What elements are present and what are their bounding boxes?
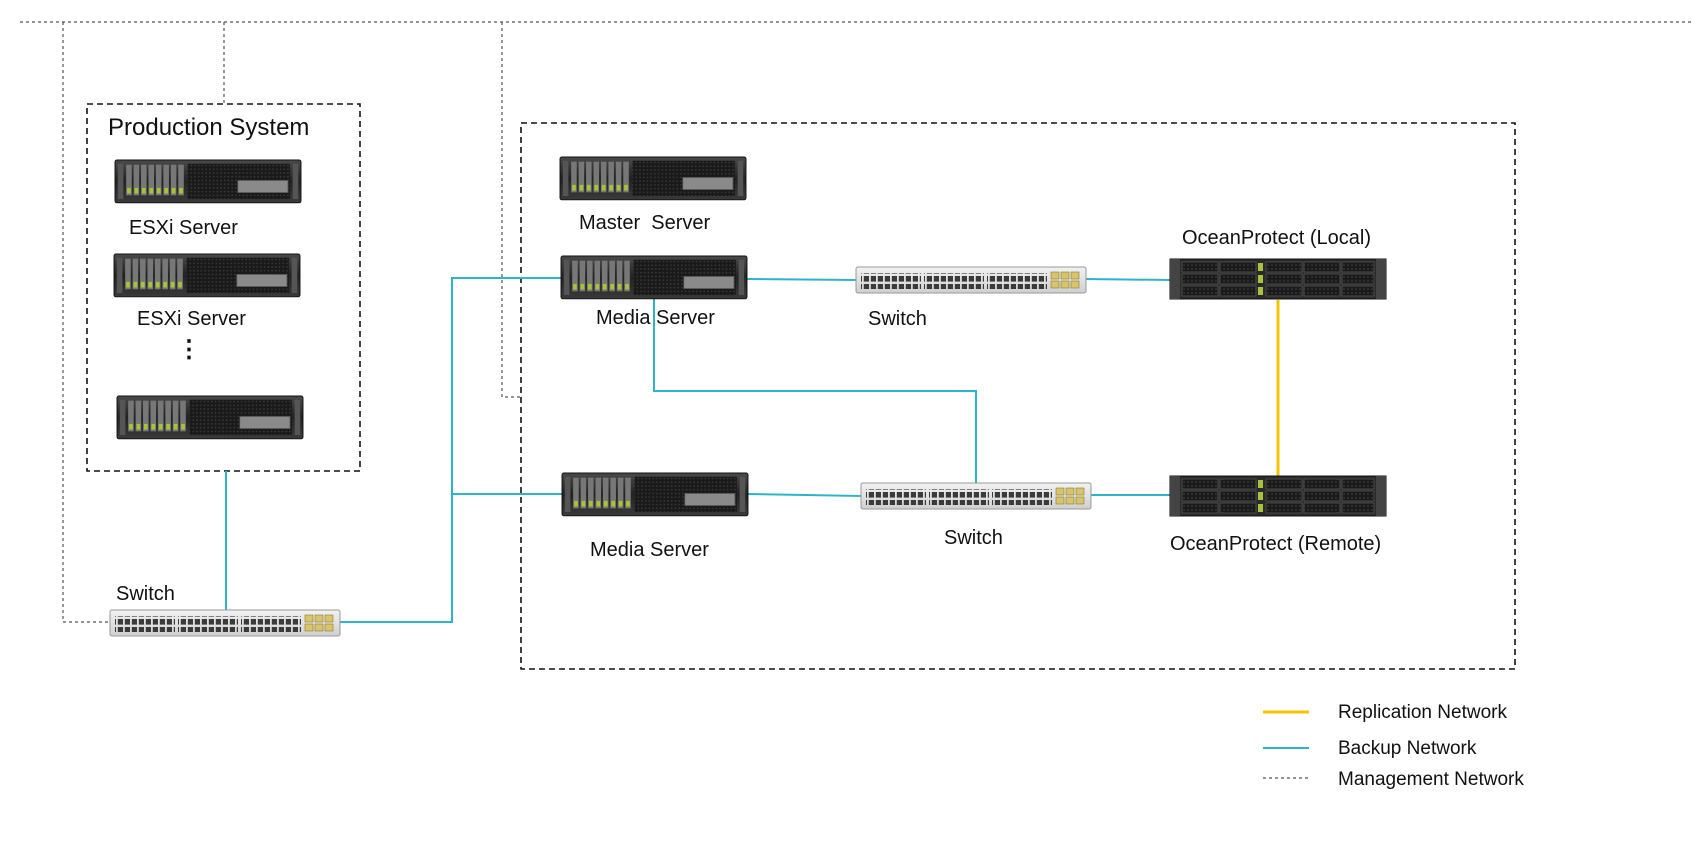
esxi-server-label: ESXi Server xyxy=(137,308,246,330)
master-server-label: Master Server xyxy=(579,212,711,234)
backup-system-box xyxy=(520,122,1516,670)
storage-array-icon xyxy=(1169,258,1387,300)
storage-array-icon xyxy=(1169,475,1387,517)
switch-2-label: Switch xyxy=(944,527,1003,549)
legend-management-label: Management Network xyxy=(1338,769,1524,790)
network-switch-icon xyxy=(855,266,1087,294)
legend-replication-label: Replication Network xyxy=(1338,702,1507,723)
rack-server-icon xyxy=(113,253,301,298)
media-server-1-icon xyxy=(560,255,748,300)
media-server-2-icon xyxy=(561,472,749,517)
legend-swatches xyxy=(1263,710,1309,779)
management-network-lines xyxy=(20,21,1693,623)
production-system-title: Production System xyxy=(108,114,310,141)
legend-backup-label: Backup Network xyxy=(1338,738,1477,759)
network-switch-icon xyxy=(860,482,1092,510)
switch-1-label: Switch xyxy=(868,308,927,330)
oceanprotect-remote-label: OceanProtect (Remote) xyxy=(1170,533,1382,555)
production-switch-label: Switch xyxy=(116,583,175,605)
master-server-icon xyxy=(559,156,747,201)
rack-server-icon xyxy=(116,395,304,440)
media-server-1-label: Media Server xyxy=(596,307,715,329)
esxi-server-label: ESXi Server xyxy=(129,217,238,239)
network-switch-icon xyxy=(109,609,341,637)
more-servers-ellipsis: ⋮ xyxy=(177,336,201,363)
backup-network-lines xyxy=(225,277,1171,623)
rack-server-icon xyxy=(114,159,302,204)
media-server-2-label: Media Server xyxy=(590,539,709,561)
oceanprotect-local-label: OceanProtect (Local) xyxy=(1182,227,1371,249)
